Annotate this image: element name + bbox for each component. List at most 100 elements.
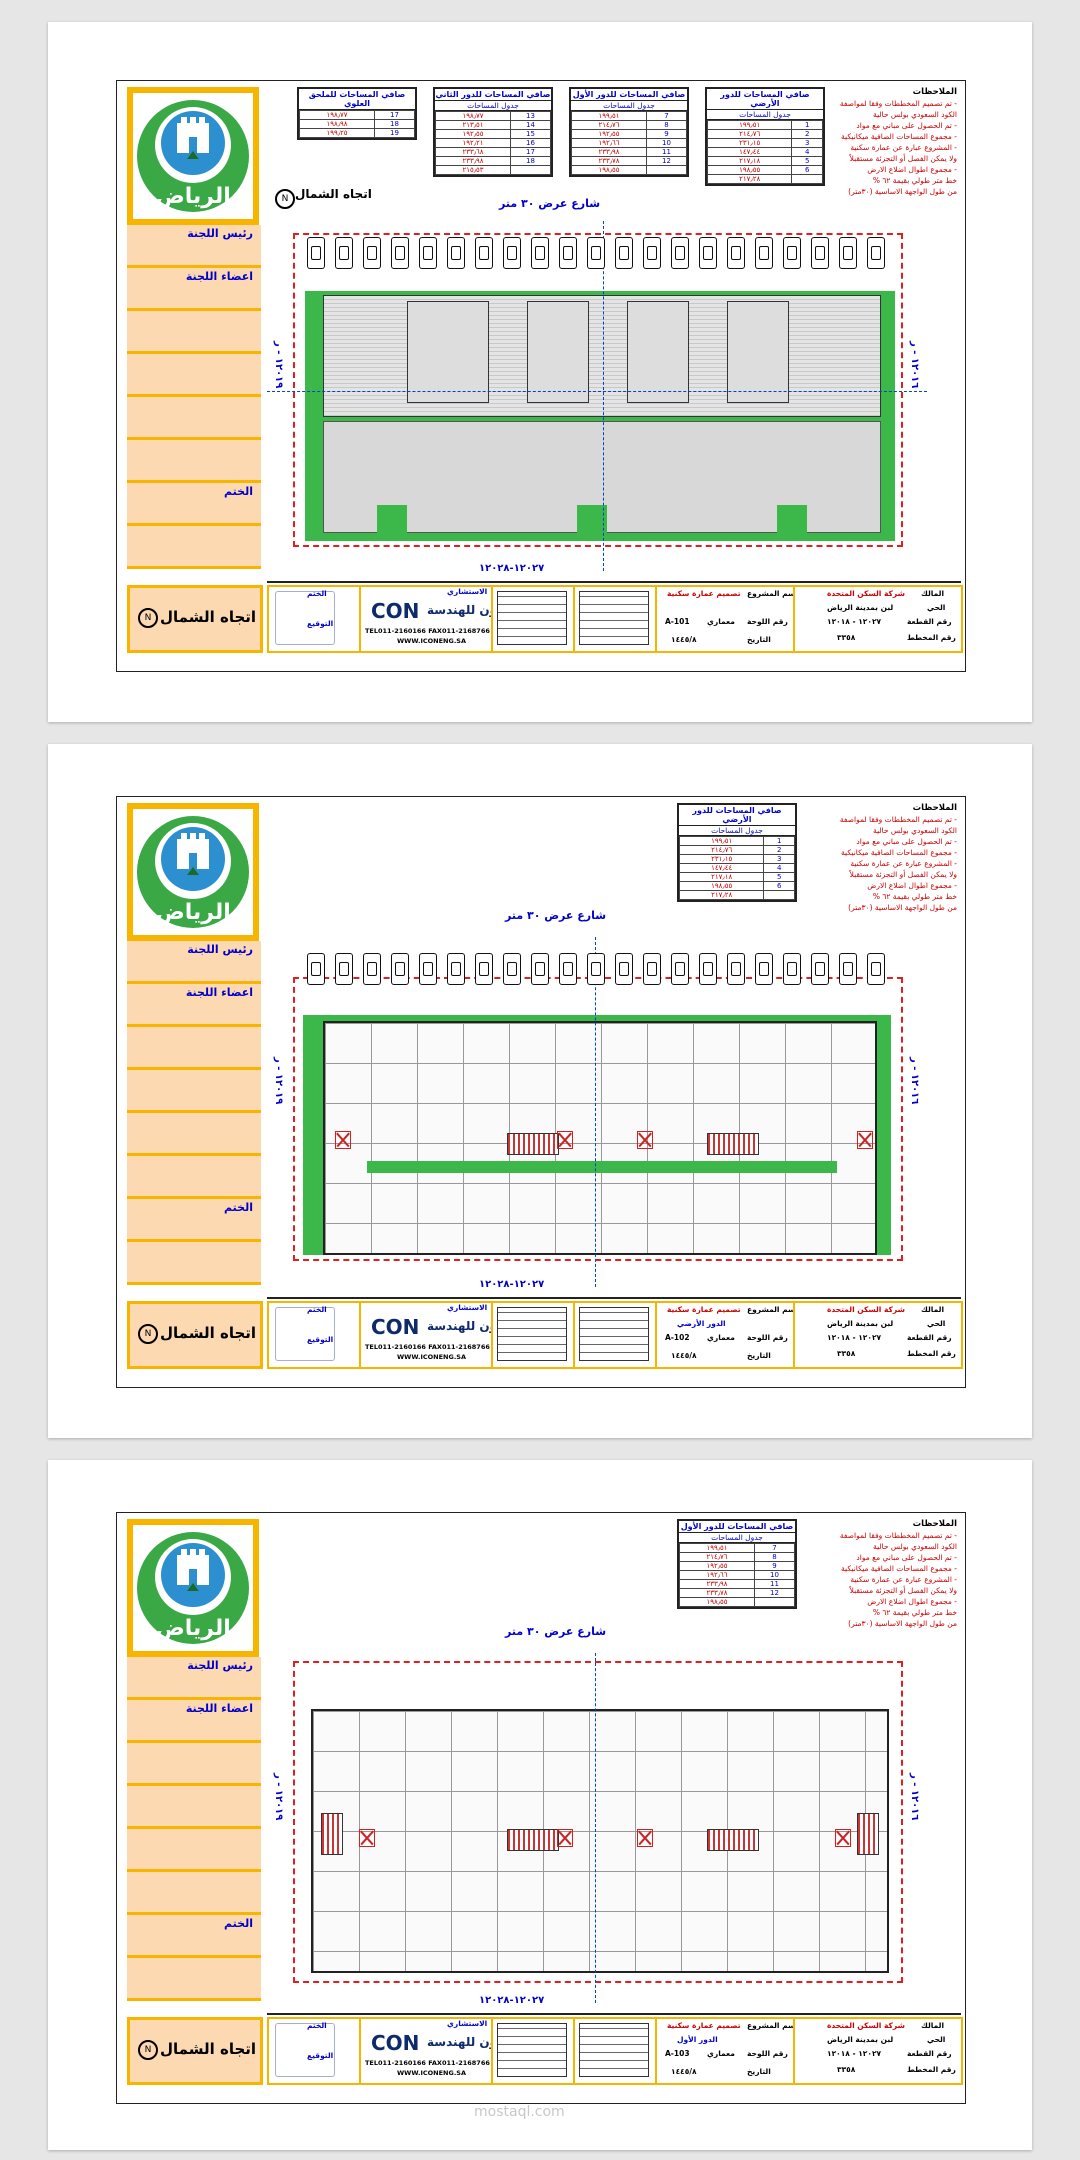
parking-car-icon bbox=[307, 953, 325, 985]
table-row: ١٩٨٫٥٥ bbox=[679, 1597, 796, 1607]
drawing-sheet-1: الرياض رئيس اللجنة اعضاء اللجنة الختم N … bbox=[116, 80, 966, 672]
plan-no-value: ٣٣٥٨ bbox=[837, 2065, 856, 2074]
riyadh-logo-icon: الرياض bbox=[137, 1532, 249, 1644]
parking-car-icon bbox=[307, 237, 325, 269]
company-website: WWW.ICONENG.SA bbox=[397, 1353, 466, 1361]
parking-car-icon bbox=[531, 237, 549, 269]
date-label: التاريخ bbox=[747, 1351, 771, 1360]
approval-stamp bbox=[275, 1307, 335, 1361]
document-page-1: الرياض رئيس اللجنة اعضاء اللجنة الختم N … bbox=[48, 22, 1032, 722]
project-label: اسم المشروع bbox=[747, 2021, 798, 2030]
company-logo: CON bbox=[371, 1315, 420, 1339]
parking-car-icon bbox=[783, 953, 801, 985]
parking-car-icon bbox=[671, 953, 689, 985]
owner-cell bbox=[793, 1301, 963, 1369]
parking-car-icon bbox=[531, 953, 549, 985]
chairman-label: رئيس اللجنة bbox=[187, 227, 253, 240]
street-label: شارع عرض ٣٠ متر bbox=[505, 909, 607, 922]
parking-car-icon bbox=[811, 953, 829, 985]
north-arrow-icon: N bbox=[138, 2040, 158, 2060]
area-table-second: صافي المساحات للدور الثاني جدول المساحات… bbox=[433, 87, 553, 177]
consultant-label: الاستشاري bbox=[447, 587, 488, 596]
area-table-first: صافي المساحات للدور الأول جدول المساحات … bbox=[569, 87, 689, 177]
dim-bottom: ١٢٠٢٧-١٢٠٢٨ bbox=[479, 1279, 545, 1290]
parking-car-icon bbox=[727, 237, 745, 269]
stamp-seal-label: الختم bbox=[307, 1305, 327, 1314]
plot-label: رقم القطعة bbox=[907, 2049, 952, 2058]
chairman-label: رئيس اللجنة bbox=[187, 943, 253, 956]
riyadh-logo-icon: الرياض bbox=[137, 100, 249, 212]
parking-car-icon bbox=[419, 237, 437, 269]
plot-value: ١٢٠٢٧ - ١٢٠١٨ bbox=[827, 2049, 882, 2058]
consultant-cell bbox=[359, 1301, 493, 1369]
document-page-2: الرياض رئيس اللجنة اعضاء اللجنة الختم N … bbox=[48, 744, 1032, 1438]
municipality-logo: الرياض bbox=[127, 803, 259, 941]
owner-label: المالك bbox=[921, 589, 945, 598]
parking-car-icon bbox=[587, 237, 605, 269]
north-label-top: اتجاه الشمال bbox=[295, 187, 372, 201]
project-cell bbox=[655, 2017, 795, 2085]
dim-left: ١٢٠١٩ - ر bbox=[273, 1773, 284, 1821]
consultant-cell bbox=[359, 585, 493, 653]
north-box: N اتجاه الشمال bbox=[127, 585, 263, 653]
date-value: ١٤٤٥/٨ bbox=[671, 635, 697, 644]
district-value: لبن بمدينة الرياض bbox=[827, 2035, 894, 2044]
seal-label: الختم bbox=[224, 1201, 253, 1214]
table-row: ١٩٨٫٥٥ bbox=[571, 165, 688, 175]
dim-bottom: ١٢٠٢٧-١٢٠٢٨ bbox=[479, 563, 545, 574]
owner-value: شركة السكن المتحدة bbox=[827, 589, 905, 598]
owner-cell bbox=[793, 2017, 963, 2085]
date-label: التاريخ bbox=[747, 635, 771, 644]
owner-cell bbox=[793, 585, 963, 653]
sheet-no-label: رقم اللوحة bbox=[747, 1333, 788, 1342]
stamp-sign-label: التوقيع bbox=[307, 619, 334, 628]
north-arrow-icon: N bbox=[275, 189, 295, 209]
stamp-cell bbox=[267, 2017, 361, 2085]
date-value: ١٤٤٥/٨ bbox=[671, 1351, 697, 1360]
dim-right: ١٢٠١٦ - ر bbox=[909, 341, 920, 389]
sheet-number: A-103 bbox=[665, 2049, 690, 2058]
notes: الملاحظات - تم تصميم المخططات وفقا لمواص… bbox=[839, 803, 957, 912]
site-plan: ١٢٠١٩ - ر ١٢٠١٦ - ر bbox=[267, 221, 937, 581]
ground-floor-plan: ١٢٠١٩ - ر ١٢٠١٦ - ر bbox=[267, 937, 937, 1297]
project-label: اسم المشروع bbox=[747, 1305, 798, 1314]
chairman-label: رئيس اللجنة bbox=[187, 1659, 253, 1672]
seal-label: الختم bbox=[224, 485, 253, 498]
parking-car-icon bbox=[363, 237, 381, 269]
stamp-cell bbox=[267, 585, 361, 653]
left-column: الرياض رئيس اللجنة اعضاء اللجنة الختم bbox=[127, 87, 261, 569]
watermark: mostaql.com bbox=[474, 2104, 565, 2120]
parking-car-icon bbox=[755, 237, 773, 269]
first-floor-plan: ١٢٠١٩ - ر ١٢٠١٦ - ر bbox=[267, 1653, 937, 2013]
parking-car-icon bbox=[699, 953, 717, 985]
north-box: N اتجاه الشمال bbox=[127, 1301, 263, 1369]
drawing-sheet-2: الرياض رئيس اللجنة اعضاء اللجنة الختم N … bbox=[116, 796, 966, 1388]
north-box: N اتجاه الشمال bbox=[127, 2017, 263, 2085]
notes: الملاحظات - تم تصميم المخططات وفقا لمواص… bbox=[839, 1519, 957, 1628]
logo-text: الرياض bbox=[155, 1616, 231, 1641]
schedule-table bbox=[497, 1307, 567, 1361]
north-arrow-icon: N bbox=[138, 1324, 158, 1344]
stamp-seal-label: الختم bbox=[307, 589, 327, 598]
stamp-sign-label: التوقيع bbox=[307, 1335, 334, 1344]
north-label: اتجاه الشمال bbox=[160, 2040, 257, 2058]
consultant-cell bbox=[359, 2017, 493, 2085]
table-row: ٢١٧٫٢٨ bbox=[678, 890, 795, 900]
parking-car-icon bbox=[559, 953, 577, 985]
discipline: معماري bbox=[707, 617, 735, 626]
schedule-table bbox=[497, 591, 567, 645]
plan-no-label: رقم المخطط bbox=[907, 1349, 956, 1358]
project-value: تصميم عمارة سكنية bbox=[667, 589, 741, 598]
parking-car-icon bbox=[699, 237, 717, 269]
